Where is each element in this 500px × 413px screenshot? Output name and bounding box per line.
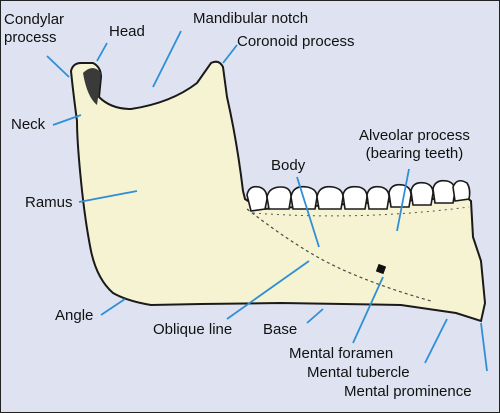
- leader-ramus: [78, 190, 138, 203]
- label-coronoid-process: Coronoid process: [237, 33, 355, 50]
- label-mental-foramen: Mental foramen: [289, 345, 394, 362]
- condyle-head: [83, 68, 101, 105]
- leader-neck: [52, 114, 82, 126]
- leader-condylar-process: [46, 55, 70, 78]
- label-mandibular-notch: Mandibular notch: [193, 10, 309, 27]
- label-alveolar-process: Alveolar process (bearing teeth): [359, 127, 470, 163]
- teeth-row: [246, 179, 471, 212]
- label-body: Body: [271, 157, 306, 174]
- label-oblique-line: Oblique line: [153, 321, 233, 338]
- leader-mental-foramen: [352, 276, 384, 344]
- leader-oblique-line: [226, 260, 310, 320]
- label-mental-prominence: Mental prominence: [344, 383, 472, 400]
- mental-foramen-hole: [375, 263, 387, 275]
- leader-mental-prominence: [480, 322, 488, 372]
- leader-mental-tubercle: [424, 318, 448, 364]
- leader-coronoid-process: [222, 44, 238, 64]
- leader-alveolar-process: [396, 168, 410, 232]
- label-condylar-process: Condylar process: [4, 11, 64, 47]
- label-ramus: Ramus: [25, 194, 73, 211]
- leader-base: [306, 308, 324, 324]
- leader-head: [96, 42, 108, 62]
- label-alveolar-process-line2: (bearing teeth): [365, 145, 464, 162]
- oblique-line-ridge: [246, 208, 432, 302]
- label-base: Base: [263, 321, 298, 338]
- label-alveolar-process-line1: Alveolar process: [359, 127, 470, 144]
- label-angle: Angle: [55, 307, 94, 324]
- label-mental-tubercle: Mental tubercle: [307, 364, 410, 381]
- leader-angle: [100, 298, 126, 316]
- label-neck: Neck: [11, 116, 46, 133]
- leader-mandibular-notch: [152, 30, 182, 88]
- alveolar-edge: [252, 206, 470, 217]
- label-condylar-process-line1: Condylar: [4, 11, 65, 28]
- leader-body: [296, 176, 320, 248]
- label-condylar-process-line2: process: [4, 29, 57, 46]
- label-head: Head: [109, 23, 145, 40]
